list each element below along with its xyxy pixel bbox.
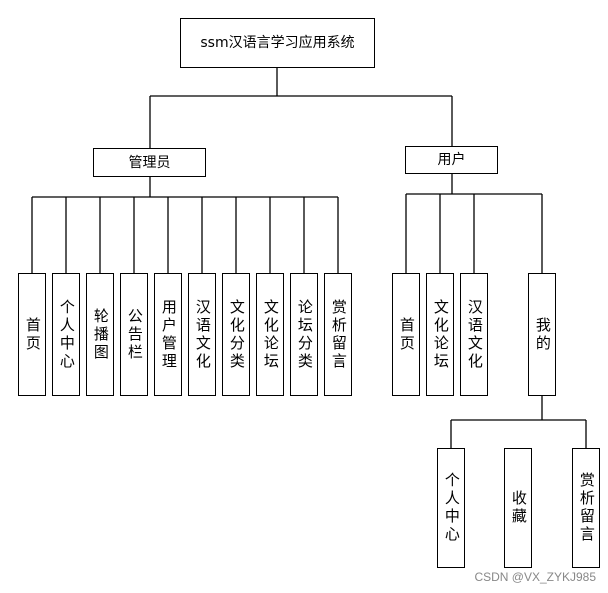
mine-node-appreciation-message: 赏析留言 [572, 448, 600, 568]
user-node-culture-forum: 文化论坛 [426, 273, 454, 396]
admin-node-chinese-culture: 汉语文化 [188, 273, 216, 396]
admin-node-user-management: 用户管理 [154, 273, 182, 396]
watermark: CSDN @VX_ZYKJ985 [474, 570, 596, 584]
user-node-home: 首页 [392, 273, 420, 396]
admin-node-appreciation-message: 赏析留言 [324, 273, 352, 396]
admin-node-notice-board: 公告栏 [120, 273, 148, 396]
user-node: 用户 [405, 146, 498, 174]
mine-node-personal-center: 个人中心 [437, 448, 465, 568]
mine-node-favorites: 收藏 [504, 448, 532, 568]
root-node: ssm汉语言学习应用系统 [180, 18, 375, 68]
user-node-mine: 我的 [528, 273, 556, 396]
admin-node: 管理员 [93, 148, 206, 177]
admin-node-culture-category: 文化分类 [222, 273, 250, 396]
admin-node-forum-category: 论坛分类 [290, 273, 318, 396]
admin-node-home: 首页 [18, 273, 46, 396]
admin-node-carousel: 轮播图 [86, 273, 114, 396]
admin-node-culture-forum: 文化论坛 [256, 273, 284, 396]
user-node-chinese-culture: 汉语文化 [460, 273, 488, 396]
admin-node-personal-center: 个人中心 [52, 273, 80, 396]
